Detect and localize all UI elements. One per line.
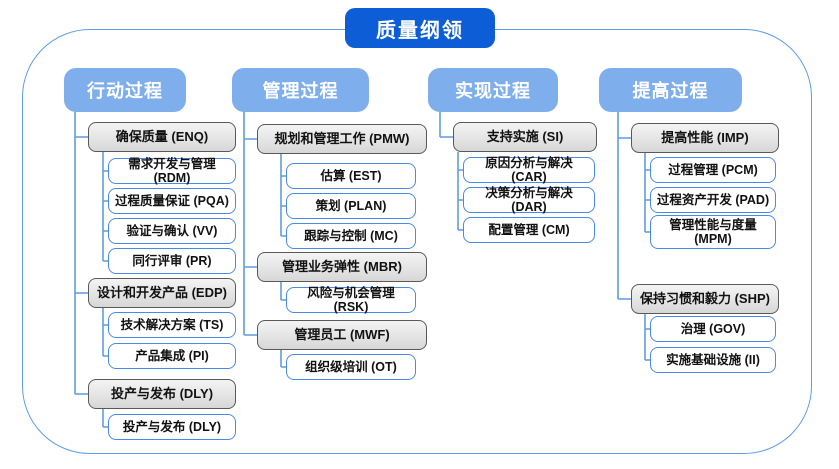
column-header-3: 实现过程 <box>428 68 558 112</box>
group-node: 管理员工 (MWF) <box>257 320 427 350</box>
child-node: 估算 (EST) <box>286 163 416 189</box>
column-header-1: 行动过程 <box>64 68 186 112</box>
group-node: 确保质量 (ENQ) <box>88 122 236 152</box>
group-node: 规划和管理工作 (PMW) <box>257 124 427 154</box>
group-node: 投产与发布 (DLY) <box>88 379 236 409</box>
group-node: 管理业务弹性 (MBR) <box>257 252 427 282</box>
child-node: 原因分析与解决 (CAR) <box>463 156 595 184</box>
child-node: 治理 (GOV) <box>650 316 776 342</box>
root-node-title: 质量纲领 <box>345 8 495 48</box>
group-node: 设计和开发产品 (EDP) <box>88 278 236 308</box>
child-node: 策划 (PLAN) <box>286 193 416 219</box>
child-node: 过程资产开发 (PAD) <box>650 187 776 213</box>
child-node: 需求开发与管理 (RDM) <box>108 157 236 185</box>
child-node: 投产与发布 (DLY) <box>108 414 236 440</box>
child-node: 配置管理 (CM) <box>463 217 595 243</box>
child-node: 管理性能与度量 (MPM) <box>650 215 776 249</box>
group-node: 提高性能 (IMP) <box>631 123 779 153</box>
column-header-2: 管理过程 <box>232 68 369 112</box>
column-header-4: 提高过程 <box>599 68 742 112</box>
child-node: 组织级培训 (OT) <box>286 354 416 380</box>
group-node: 保持习惯和毅力 (SHP) <box>631 284 779 314</box>
child-node: 跟踪与控制 (MC) <box>286 223 416 249</box>
child-node: 风险与机会管理 (RSK) <box>286 286 416 314</box>
group-node: 支持实施 (SI) <box>453 122 597 152</box>
child-node: 过程质量保证 (PQA) <box>108 188 236 214</box>
child-node: 验证与确认 (VV) <box>108 218 236 244</box>
child-node: 技术解决方案 (TS) <box>108 312 236 338</box>
child-node: 决策分析与解决 (DAR) <box>463 186 595 214</box>
child-node: 实施基础设施 (II) <box>650 347 776 373</box>
child-node: 同行评审 (PR) <box>108 248 236 274</box>
child-node: 产品集成 (PI) <box>108 343 236 369</box>
child-node: 过程管理 (PCM) <box>650 157 776 183</box>
